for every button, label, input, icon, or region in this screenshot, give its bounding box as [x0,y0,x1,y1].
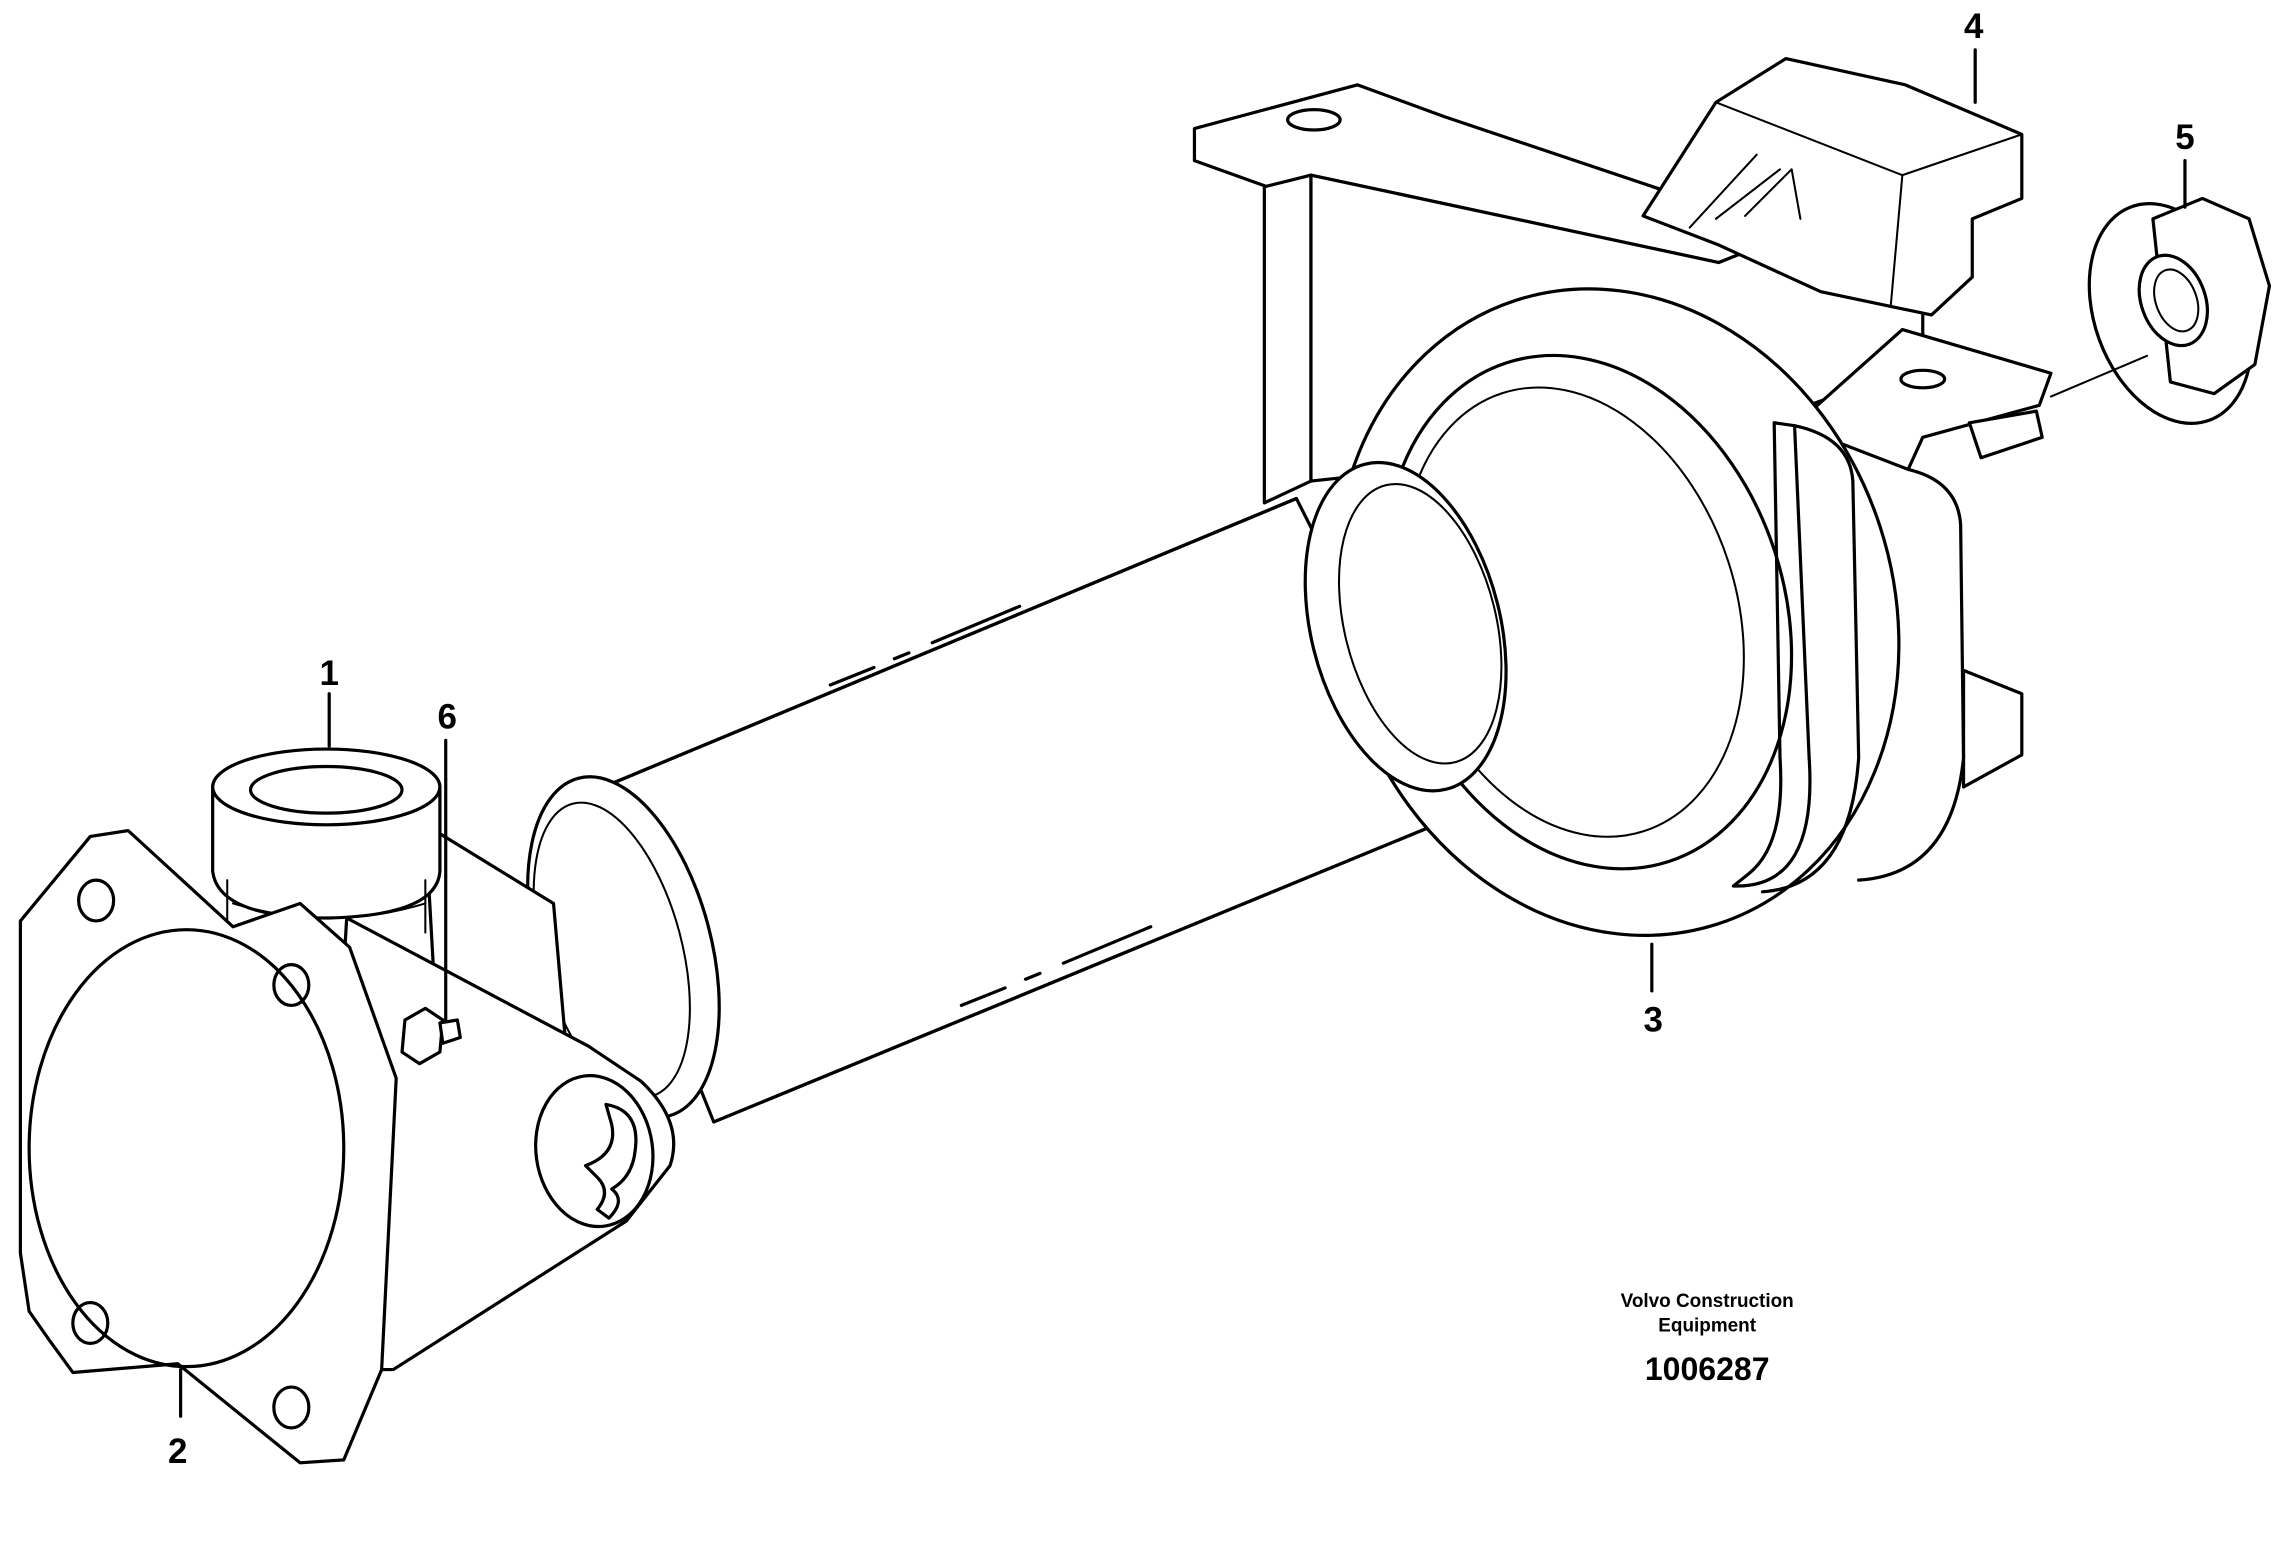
publisher-line-1: Volvo Construction [1621,1291,1794,1312]
grease-nipple-part-6 [400,1006,462,1066]
bearing-cup-part-1 [211,747,442,934]
callout-2: 2 [168,1432,187,1471]
publisher-line-2: Equipment [1658,1316,1756,1337]
leader-lines [179,48,2187,1418]
center-bearing-part-3 [1303,287,2044,937]
drawing-number: 1006287 [1645,1351,1770,1387]
callout-1: 1 [319,654,338,693]
callout-6: 6 [437,698,456,737]
title-block: Volvo Construction Equipment 1006287 [1621,1291,1794,1387]
callout-5: 5 [2175,118,2194,157]
flange-nut-part-5 [2049,196,2272,425]
rubber-buffer-part-4 [1641,57,2024,317]
callout-labels: 1 2 3 4 5 6 [168,7,2195,1471]
callout-3: 3 [1644,1001,1663,1040]
callout-4: 4 [1964,7,1984,46]
